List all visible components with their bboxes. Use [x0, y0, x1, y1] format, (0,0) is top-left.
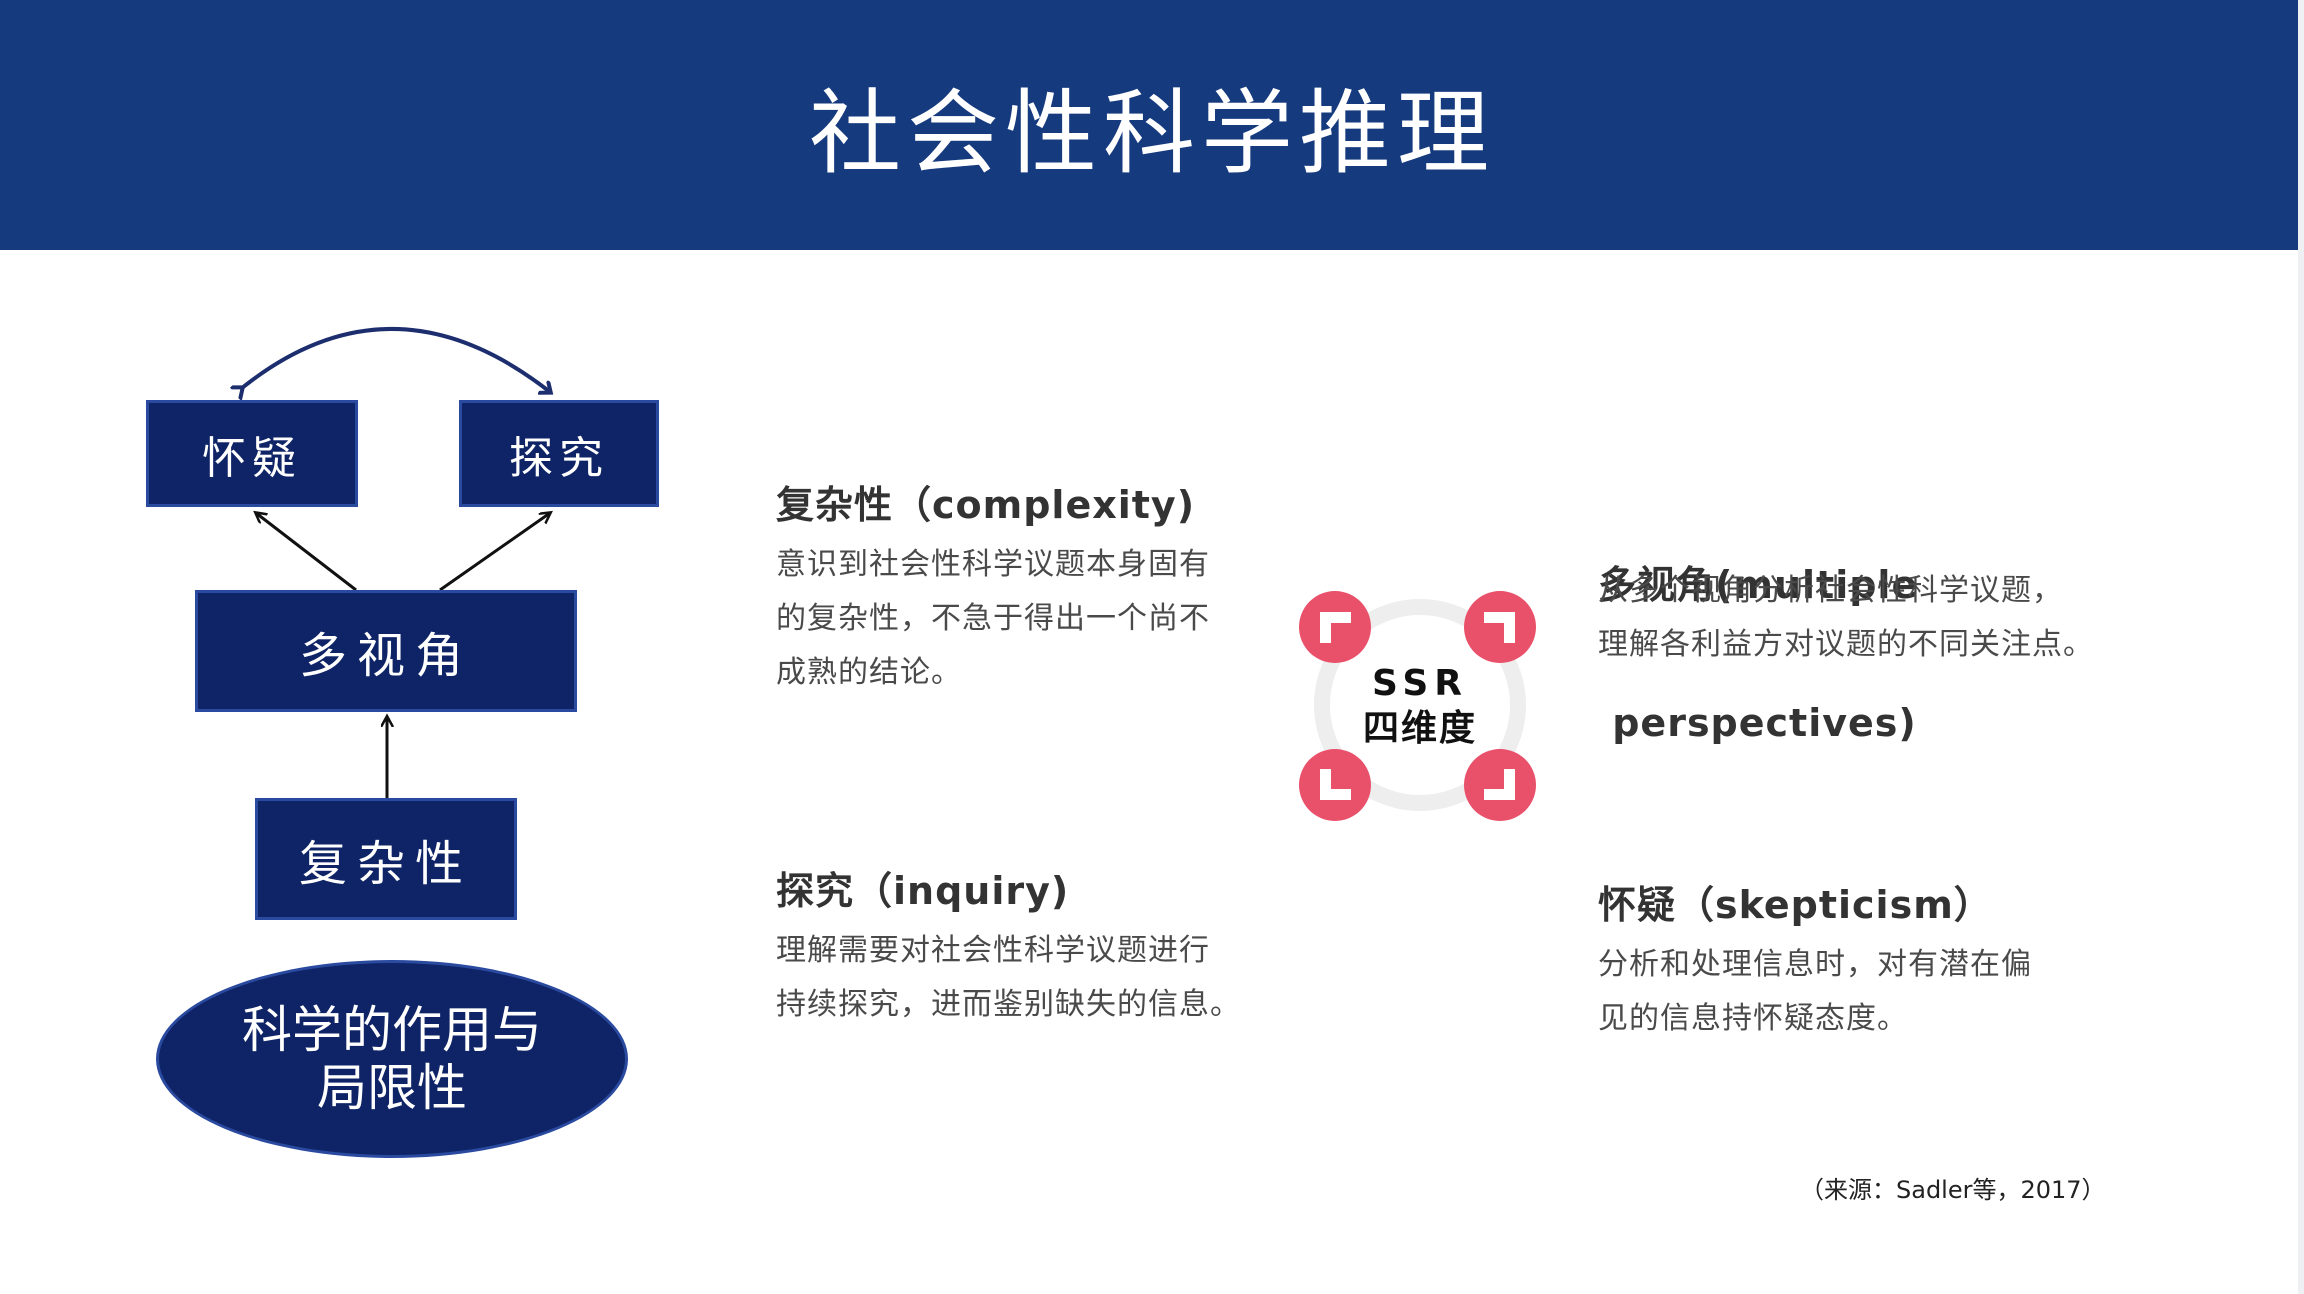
corner-top-right-icon — [1464, 591, 1536, 663]
ellipse-line-1: 科学的作用与 — [242, 1001, 542, 1059]
perspectives-line-1: 从多个视角分析社会性科学议题， — [1598, 573, 2063, 608]
complexity-line-2: 的复杂性，不急于得出一个尚不 — [776, 601, 1210, 636]
header-bar: 社会性科学推理 — [0, 0, 2304, 250]
perspectives-line-2: 理解各利益方对议题的不同关注点。 — [1598, 627, 2094, 662]
box-perspectives-label: 多视角 — [298, 628, 473, 684]
complexity-line-3: 成熟的结论。 — [776, 655, 962, 690]
perspectives-body: 从多个视角分析社会性科学议题， 理解各利益方对议题的不同关注点。 — [1598, 564, 2094, 672]
box-complexity: 复杂性 — [255, 798, 517, 920]
complexity-title: 复杂性（complexity) — [776, 483, 1196, 527]
box-inquiry: 探究 — [459, 400, 659, 507]
perspectives-title: 多视角(multiple perspectives) — [1598, 470, 1918, 792]
complexity-body: 意识到社会性科学议题本身固有 的复杂性，不急于得出一个尚不 成熟的结论。 — [776, 538, 1210, 700]
corner-bottom-right-icon — [1464, 749, 1536, 821]
role-limits-ellipse: 科学的作用与 局限性 — [156, 960, 628, 1158]
ssr-center-label: SSR 四维度 — [1320, 662, 1520, 752]
source-citation: （来源：Sadler等，2017） — [1800, 1176, 2106, 1204]
ellipse-line-2: 局限性 — [317, 1059, 467, 1117]
inquiry-line-1: 理解需要对社会性科学议题进行 — [776, 933, 1210, 968]
ssr-ring — [1314, 599, 1526, 811]
corner-top-left-icon — [1299, 591, 1371, 663]
arrow-to-doubt — [256, 513, 357, 592]
skepticism-line-1: 分析和处理信息时，对有潜在偏 — [1598, 947, 2032, 982]
inquiry-line-2: 持续探究，进而鉴别缺失的信息。 — [776, 987, 1241, 1022]
four-dimensions-label: 四维度 — [1362, 708, 1477, 749]
box-inquiry-label: 探究 — [509, 432, 609, 484]
skepticism-body: 分析和处理信息时，对有潜在偏 见的信息持怀疑态度。 — [1598, 938, 2032, 1046]
box-perspectives: 多视角 — [195, 590, 577, 712]
corner-bottom-left-icon — [1299, 749, 1371, 821]
perspectives-title-line-1: 多视角(multiple — [1598, 563, 1919, 607]
box-complexity-label: 复杂性 — [298, 836, 473, 892]
arrow-to-inquiry — [439, 513, 550, 592]
box-doubt-label: 怀疑 — [202, 432, 302, 484]
complexity-line-1: 意识到社会性科学议题本身固有 — [776, 547, 1210, 582]
box-doubt: 怀疑 — [146, 400, 358, 507]
page-title: 社会性科学推理 — [808, 79, 1495, 187]
slide-edge — [2298, 0, 2304, 1294]
perspectives-title-line-2: perspectives) — [1598, 701, 1917, 745]
ssr-graphic — [1299, 591, 1536, 821]
skepticism-line-2: 见的信息持怀疑态度。 — [1598, 1001, 1908, 1036]
inquiry-body: 理解需要对社会性科学议题进行 持续探究，进而鉴别缺失的信息。 — [776, 924, 1241, 1032]
ssr-label: SSR — [1372, 663, 1468, 704]
curved-arrow — [242, 327, 550, 392]
inquiry-title: 探究（inquiry) — [776, 869, 1070, 913]
skepticism-title: 怀疑（skepticism） — [1598, 883, 1993, 927]
